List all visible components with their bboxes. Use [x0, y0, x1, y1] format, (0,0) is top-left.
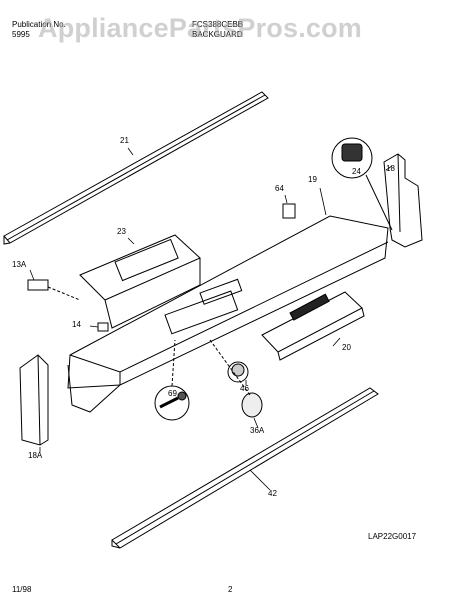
label-24: 24 [352, 167, 361, 176]
part-64-clip [282, 203, 296, 219]
part-13a-bracket [27, 279, 49, 291]
part-18a-endcap [19, 354, 49, 446]
part-69-callout [154, 339, 190, 421]
part-20-control [261, 291, 365, 361]
part-36a-knob [209, 339, 263, 418]
label-21: 21 [120, 136, 129, 145]
part-23-bracket [79, 234, 201, 329]
label-18a: 18A [28, 451, 43, 460]
part-46-knob [227, 361, 249, 383]
section-title: BACKGUARD [192, 30, 243, 39]
footer-date: 11/98 [12, 585, 32, 594]
label-36a: 36A [250, 426, 265, 435]
part-42-trim [111, 387, 379, 549]
label-19: 19 [308, 175, 317, 184]
watermark: AppliancePartsPros.com [38, 13, 363, 43]
footer-page: 2 [228, 585, 233, 594]
label-13a: 13A [12, 260, 27, 269]
part-19-panel [67, 215, 389, 413]
publication-number: 5995 [12, 30, 30, 39]
label-46: 46 [240, 384, 249, 393]
label-23: 23 [117, 227, 126, 236]
label-18: 18 [386, 164, 395, 173]
label-20: 20 [342, 343, 351, 352]
model-number: FCS388CEBB [192, 20, 244, 29]
diagram-code: LAP22G0017 [368, 532, 417, 541]
label-14: 14 [72, 320, 81, 329]
part-21-trim [3, 91, 269, 245]
label-42: 42 [268, 489, 277, 498]
part-24-callout [331, 137, 393, 231]
label-64: 64 [275, 184, 284, 193]
label-69: 69 [168, 389, 177, 398]
part-18-endcap [383, 153, 423, 248]
publication-label: Publication No. [12, 20, 66, 29]
part-14-screw [97, 322, 109, 332]
